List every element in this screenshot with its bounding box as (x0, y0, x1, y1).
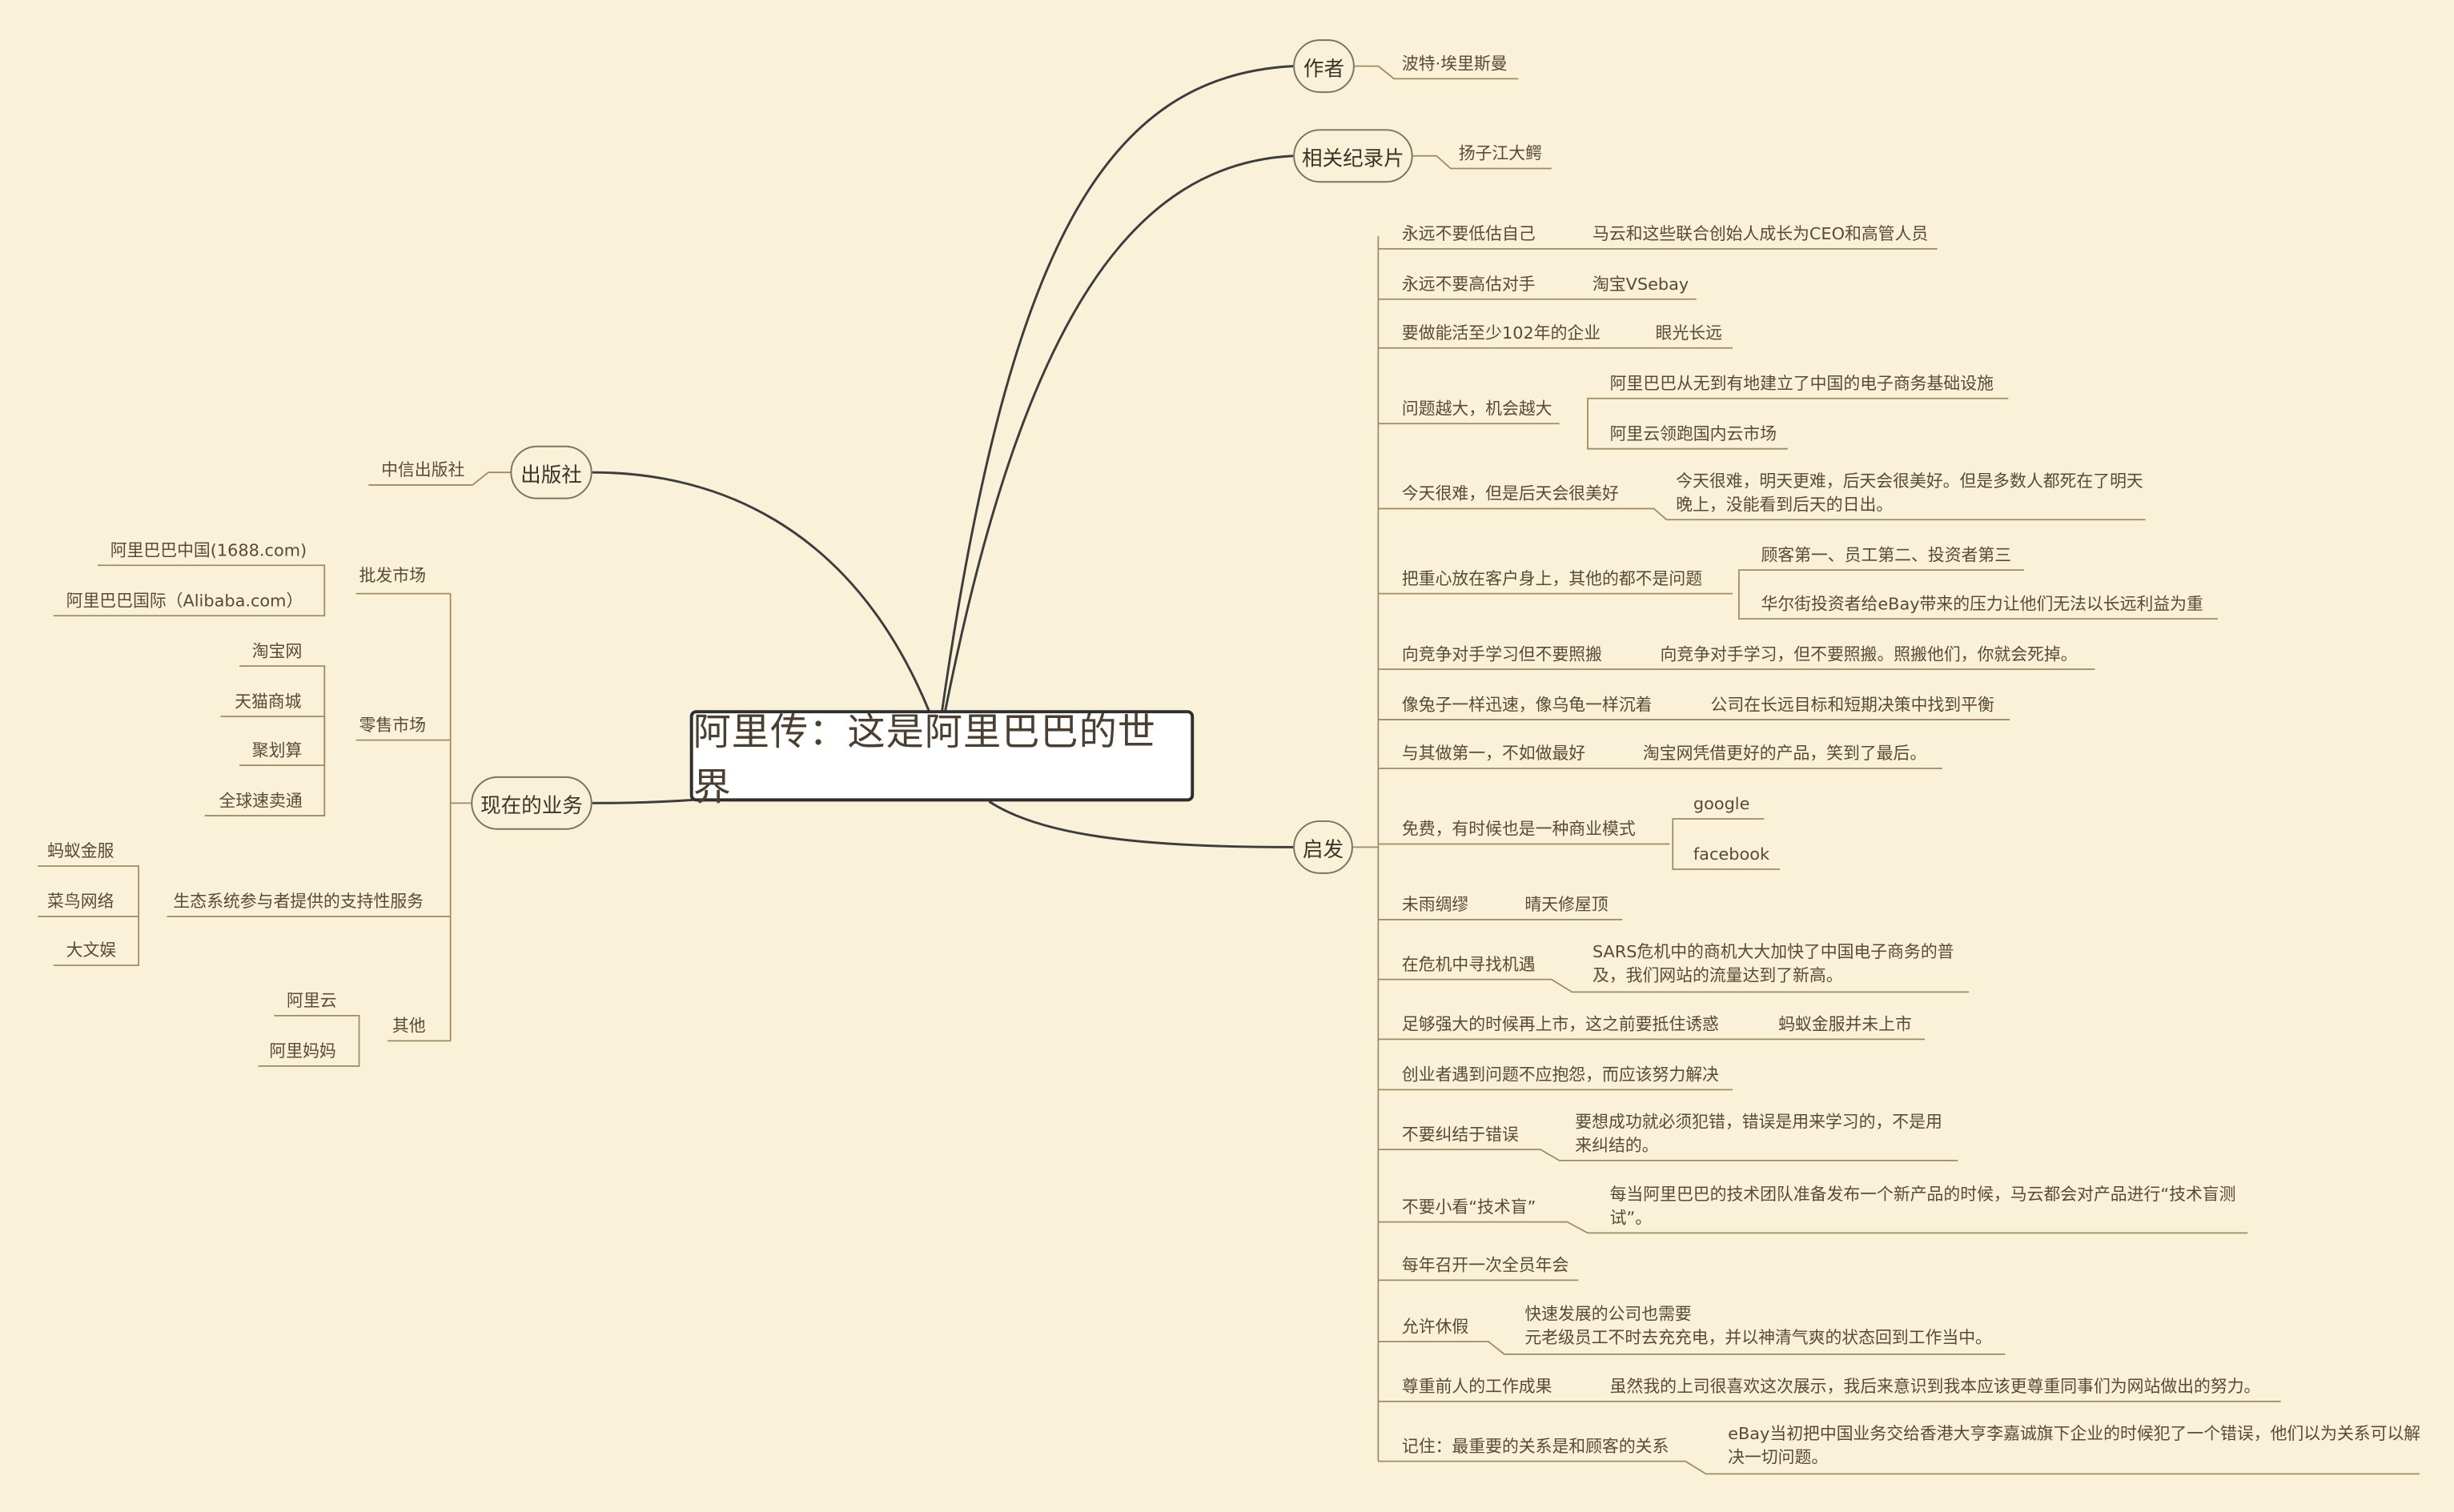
inspiration-item: 永远不要低估自己 (1401, 225, 1536, 244)
inspiration-item: 把重心放在客户身上，其他的都不是问题 (1401, 570, 1703, 589)
inspiration-item: 每年召开一次全员年会 (1401, 1256, 1569, 1276)
business-item: 阿里巴巴中国(1688.com) (110, 541, 307, 561)
inspiration-detail: 元老级员工不时去充充电，并以神清气爽的状态回到工作当中。 (1524, 1329, 1992, 1349)
business-item: 全球速卖通 (219, 792, 303, 812)
inspiration-item: 不要纠结于错误 (1401, 1125, 1519, 1145)
topic-business[interactable]: 现在的业务 (471, 776, 592, 830)
business-item: 菜鸟网络 (47, 892, 114, 912)
publisher-name: 中信出版社 (381, 461, 465, 481)
author-name: 波特·埃里斯曼 (1401, 54, 1508, 74)
inspiration-detail: 晴天修屋顶 (1524, 896, 1609, 916)
inspiration-item: 未雨绸缪 (1401, 896, 1469, 916)
inspiration-item: 足够强大的时候再上市，这之前要抵住诱惑 (1401, 1015, 1719, 1035)
business-item: 阿里妈妈 (269, 1042, 336, 1061)
inspiration-item: 不要小看“技术盲” (1401, 1198, 1536, 1217)
inspiration-detail: 顾客第一、员工第二、投资者第三 (1761, 546, 2012, 566)
inspiration-item: 今天很难，但是后天会很美好 (1401, 484, 1619, 504)
business-item: 阿里云 (287, 992, 337, 1012)
inspiration-item: 免费，有时候也是一种商业模式 (1401, 820, 1636, 840)
inspiration-item: 与其做第一，不如做最好 (1401, 744, 1586, 764)
documentary-name: 扬子江大鳄 (1458, 144, 1542, 164)
business-item: 蚂蚁金服 (47, 842, 114, 862)
inspiration-item: 记住：最重要的关系是和顾客的关系 (1401, 1438, 1669, 1457)
inspiration-detail: 蚂蚁金服并未上市 (1778, 1015, 1912, 1035)
inspiration-detail: 华尔街投资者给eBay带来的压力让他们无法以长远利益为重 (1761, 595, 2203, 615)
business-group-wholesale: 批发市场 (359, 567, 426, 586)
inspiration-detail: 快速发展的公司也需要 (1524, 1305, 1692, 1325)
inspiration-detail: 向竞争对手学习，但不要照搬。照搬他们，你就会死掉。 (1660, 645, 2078, 665)
business-item: 大文娱 (66, 941, 117, 961)
inspiration-item: 尊重前人的工作成果 (1401, 1378, 1552, 1397)
inspiration-detail: 虽然我的上司很喜欢这次展示，我后来意识到我本应该更尊重同事们为网站做出的努力。 (1609, 1378, 2261, 1397)
inspiration-detail: 每当阿里巴巴的技术团队准备发布一个新产品的时候，马云都会对产品进行“技术盲测试”… (1609, 1185, 2236, 1229)
business-group-other: 其他 (392, 1017, 426, 1037)
inspiration-detail: 淘宝VSebay (1592, 275, 1689, 295)
inspiration-item: 问题越大，机会越大 (1401, 399, 1552, 419)
topic-author[interactable]: 作者 (1293, 39, 1355, 94)
inspiration-item: 在危机中寻找机遇 (1401, 956, 1536, 975)
inspiration-detail: facebook (1693, 845, 1770, 865)
inspiration-item: 要做能活至少102年的企业 (1401, 324, 1601, 343)
inspiration-detail: eBay当初把中国业务交给香港大亨李嘉诚旗下企业的时候犯了一个错误，他们以为关系… (1728, 1425, 2421, 1468)
inspiration-item: 像兔子一样迅速，像乌龟一样沉着 (1401, 696, 1653, 716)
topic-documentary[interactable]: 相关纪录片 (1293, 129, 1413, 183)
inspiration-detail: 眼光长远 (1655, 324, 1722, 343)
business-group-retail: 零售市场 (359, 716, 426, 736)
business-group-ecosystem: 生态系统参与者提供的支持性服务 (173, 892, 424, 912)
inspiration-detail: 淘宝网凭借更好的产品，笑到了最后。 (1642, 744, 1927, 764)
inspiration-detail: SARS危机中的商机大大加快了中国电子商务的普及，我们网站的流量达到了新高。 (1592, 943, 1954, 986)
inspiration-item: 永远不要高估对手 (1401, 275, 1536, 295)
inspiration-detail: 阿里巴巴从无到有地建立了中国的电子商务基础设施 (1609, 375, 1994, 394)
root-topic[interactable]: 阿里传：这是阿里巴巴的世界 (689, 710, 1195, 809)
inspiration-detail: google (1693, 795, 1750, 815)
inspiration-item: 创业者遇到问题不应抱怨，而应该努力解决 (1401, 1065, 1719, 1085)
inspiration-detail: 要想成功就必须犯错，错误是用来学习的，不是用来纠结的。 (1575, 1113, 1942, 1156)
business-item: 阿里巴巴国际（Alibaba.com） (66, 592, 303, 612)
inspiration-detail: 马云和这些联合创始人成长为CEO和高管人员 (1592, 225, 1929, 244)
inspiration-item: 向竞争对手学习但不要照搬 (1401, 645, 1602, 665)
inspiration-detail: 公司在长远目标和短期决策中找到平衡 (1710, 696, 1994, 716)
inspiration-item: 允许休假 (1401, 1317, 1469, 1338)
inspiration-detail: 今天很难，明天更难，后天会很美好。但是多数人都死在了明天晚上，没能看到后天的日出… (1676, 472, 2143, 515)
business-item: 天猫商城 (235, 692, 302, 712)
topic-inspiration[interactable]: 启发 (1293, 820, 1353, 874)
business-item: 聚划算 (251, 741, 303, 761)
inspiration-detail: 阿里云领跑国内云市场 (1609, 425, 1777, 444)
business-item: 淘宝网 (251, 642, 303, 662)
topic-publisher[interactable]: 出版社 (510, 445, 592, 499)
